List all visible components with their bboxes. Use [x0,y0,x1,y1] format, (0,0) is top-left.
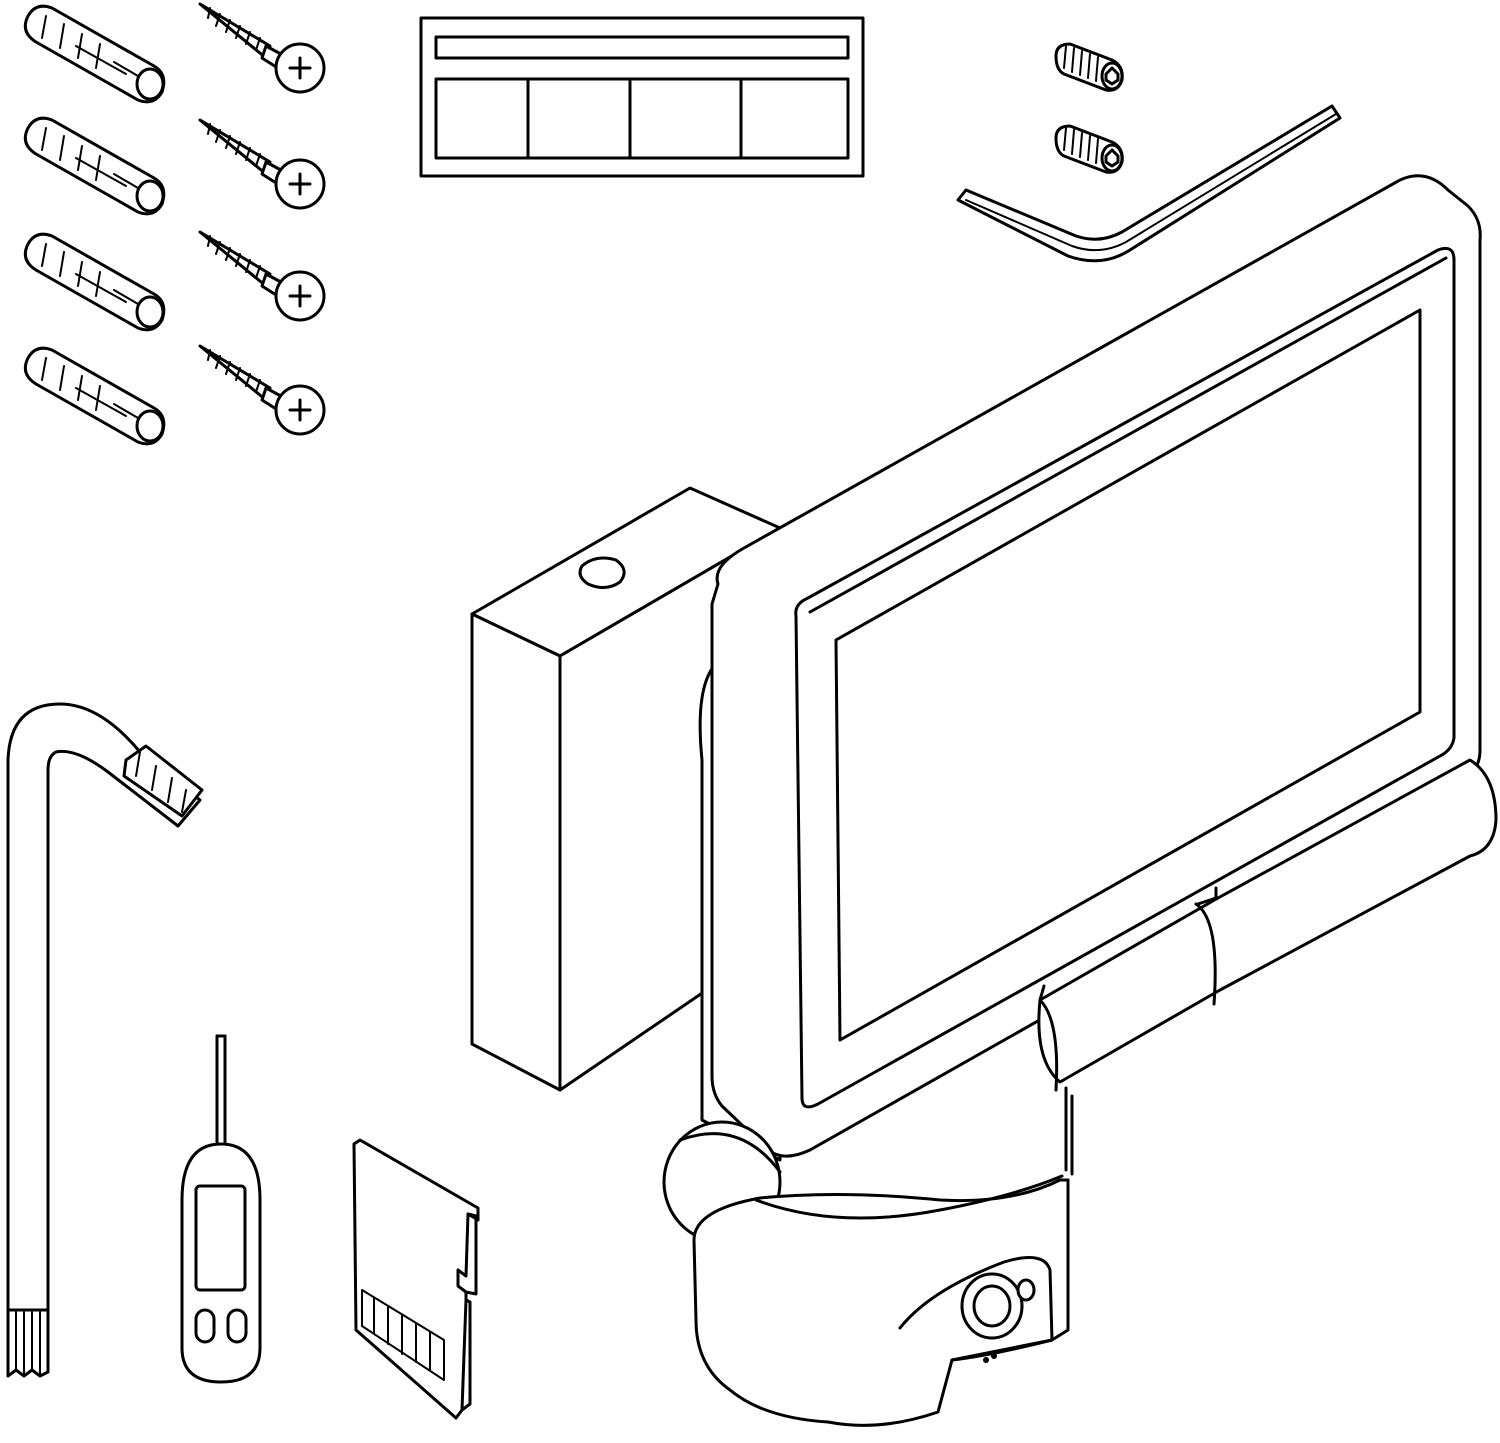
set-screw-1 [1054,42,1124,92]
wood-screw-1 [198,2,326,94]
torx-key [6,702,204,1378]
wall-plug-1 [23,4,166,104]
wall-plug-2 [23,116,166,216]
wood-screw-2 [198,118,326,210]
hex-key-small [956,104,1342,263]
wood-screw-4 [198,344,326,436]
wall-plug-4 [23,346,166,446]
floodlight-camera [470,174,1498,1427]
sim-eject-pin [180,1034,262,1384]
wood-screw-3 [198,230,326,322]
micro-sd-card [352,1138,480,1420]
mounting-template [419,16,865,178]
set-screw-2 [1054,124,1124,174]
wall-plug-3 [23,232,166,332]
